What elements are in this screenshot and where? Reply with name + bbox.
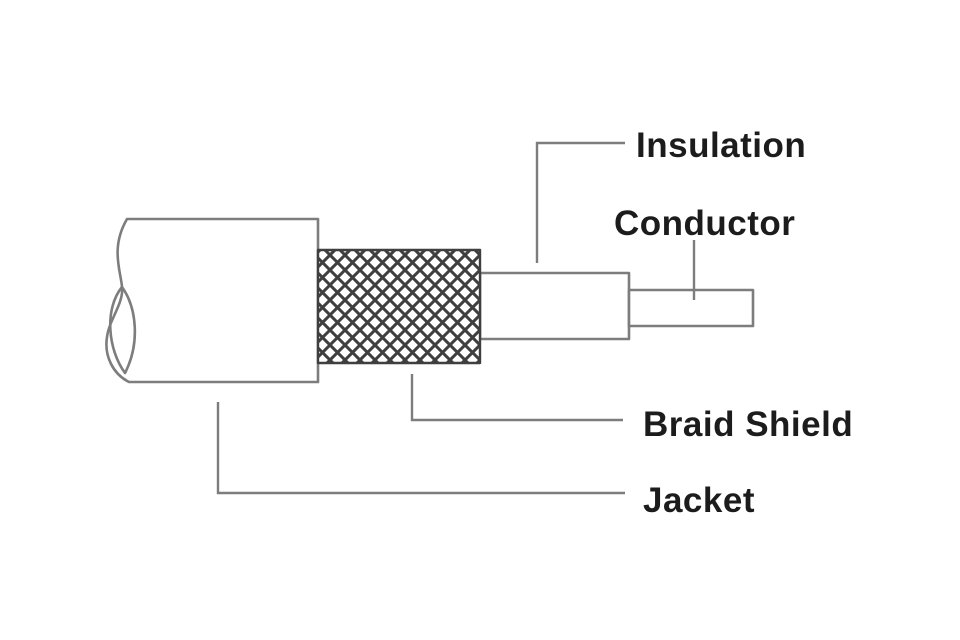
insulation-label: Insulation [636, 126, 806, 165]
conductor-label: Conductor [614, 204, 795, 243]
insulation-leader-line [535, 141, 625, 263]
braid-shield-leader-line [410, 374, 623, 422]
jacket-label: Jacket [643, 481, 755, 520]
jacket-shape [105, 217, 320, 384]
jacket-torn-edge-lens [109, 285, 137, 375]
conductor-shape [627, 288, 755, 328]
leader-lines [216, 141, 696, 495]
part-labels: Insulation Conductor Braid Shield Jacket [614, 126, 853, 520]
insulation-shape [478, 271, 631, 341]
jacket-leader-line [216, 402, 625, 495]
braid-shield-shape [316, 248, 482, 365]
braid-shield-label: Braid Shield [643, 405, 853, 444]
cable-shapes [105, 217, 755, 384]
